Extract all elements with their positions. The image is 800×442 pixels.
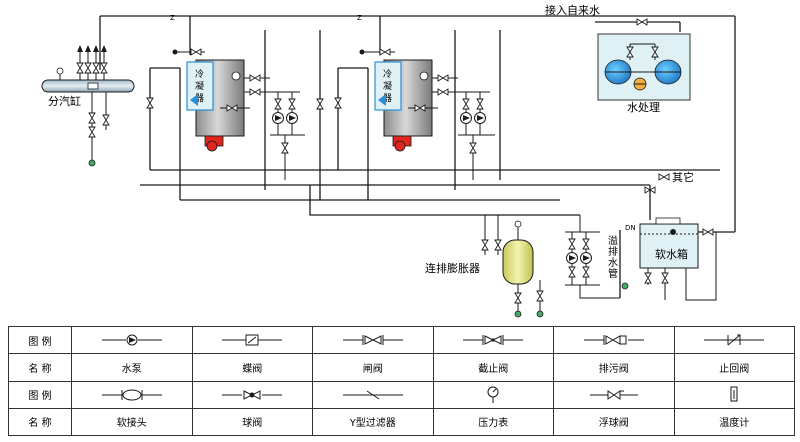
blowdown-valve-icon [553, 325, 675, 355]
feed-pump-group [565, 215, 620, 299]
check-valve-icon [673, 325, 795, 355]
ball-valve-icon [191, 380, 313, 409]
blowdown-tank: 连排膨胀器 [425, 215, 544, 318]
gate-valve-icon [312, 325, 434, 355]
butterfly-valve-icon [191, 325, 313, 355]
boiler-2: 冷凝器 [359, 16, 458, 152]
system-diagram: 接入自来水 Z Z 水处理 分汽缸 [41, 4, 736, 318]
water-inlet-label: 接入自来水 [545, 4, 600, 17]
y-strainer-icon [312, 380, 434, 409]
legend-head: 图 例 [8, 325, 72, 355]
dn-label: DN [625, 224, 636, 232]
z-mark-2: Z [357, 14, 362, 22]
legend-row-names-2: 名 称 软接头 球阀 Y型过滤器 压力表 浮球阀 温度计 [8, 407, 795, 437]
boiler-1: 冷凝器 [172, 16, 270, 152]
condenser-2-label: 冷凝器 [383, 68, 392, 104]
legend-row-names-1: 名 称 水泵 蝶阀 闸阀 截止阀 排污阀 止回阀 [8, 353, 795, 382]
condenser-1-label: 冷凝器 [195, 68, 204, 104]
pressure-gauge-icon [432, 380, 554, 409]
legend-name: 蝶阀 [191, 353, 313, 382]
legend-name: 浮球阀 [553, 407, 675, 437]
legend-head: 图 例 [8, 380, 72, 409]
legend-head: 名 称 [8, 353, 72, 382]
legend-name: 球阀 [191, 407, 313, 437]
inlet-valve-icon [636, 18, 648, 26]
legend-name: 闸阀 [312, 353, 434, 382]
legend-name: Y型过滤器 [312, 407, 434, 437]
globe-valve-icon [432, 325, 554, 355]
legend-head: 名 称 [8, 407, 72, 437]
legend-row-icons-2: 图 例 [8, 380, 795, 409]
legend-name: 温度计 [673, 407, 795, 437]
legend-name: 水泵 [71, 353, 193, 382]
thermometer-icon [673, 380, 795, 409]
legend-table: 图 例 名 称 水泵 蝶阀 闸阀 截止阀 排污阀 止回阀 图 例 名 称 软接头… [8, 325, 795, 437]
overflow-pipe-label: 溢排水管 [608, 234, 618, 280]
legend-name: 排污阀 [553, 353, 675, 382]
other-label: 其它 [672, 170, 694, 184]
legend-name: 截止阀 [432, 353, 554, 382]
pump-group-2 [458, 91, 495, 180]
steam-header: 分汽缸 [41, 45, 135, 167]
legend-name: 压力表 [432, 407, 554, 437]
water-treatment-label: 水处理 [627, 101, 660, 114]
z-mark-1: Z [170, 14, 175, 22]
soft-water-tank: 软水箱 DN 溢排水管 [608, 217, 735, 301]
blowdown-tank-label: 连排膨胀器 [425, 261, 480, 275]
pump-icon [71, 325, 193, 355]
legend-name: 止回阀 [673, 353, 795, 382]
pump-group-1 [270, 91, 305, 180]
water-treatment-unit: 水处理 [597, 33, 691, 114]
float-valve-icon [553, 380, 675, 409]
legend-name: 软接头 [71, 407, 193, 437]
soft-water-tank-label: 软水箱 [655, 247, 688, 261]
flexible-joint-icon [71, 380, 193, 409]
legend-row-icons-1: 图 例 [8, 325, 795, 355]
steam-header-label: 分汽缸 [48, 94, 81, 108]
